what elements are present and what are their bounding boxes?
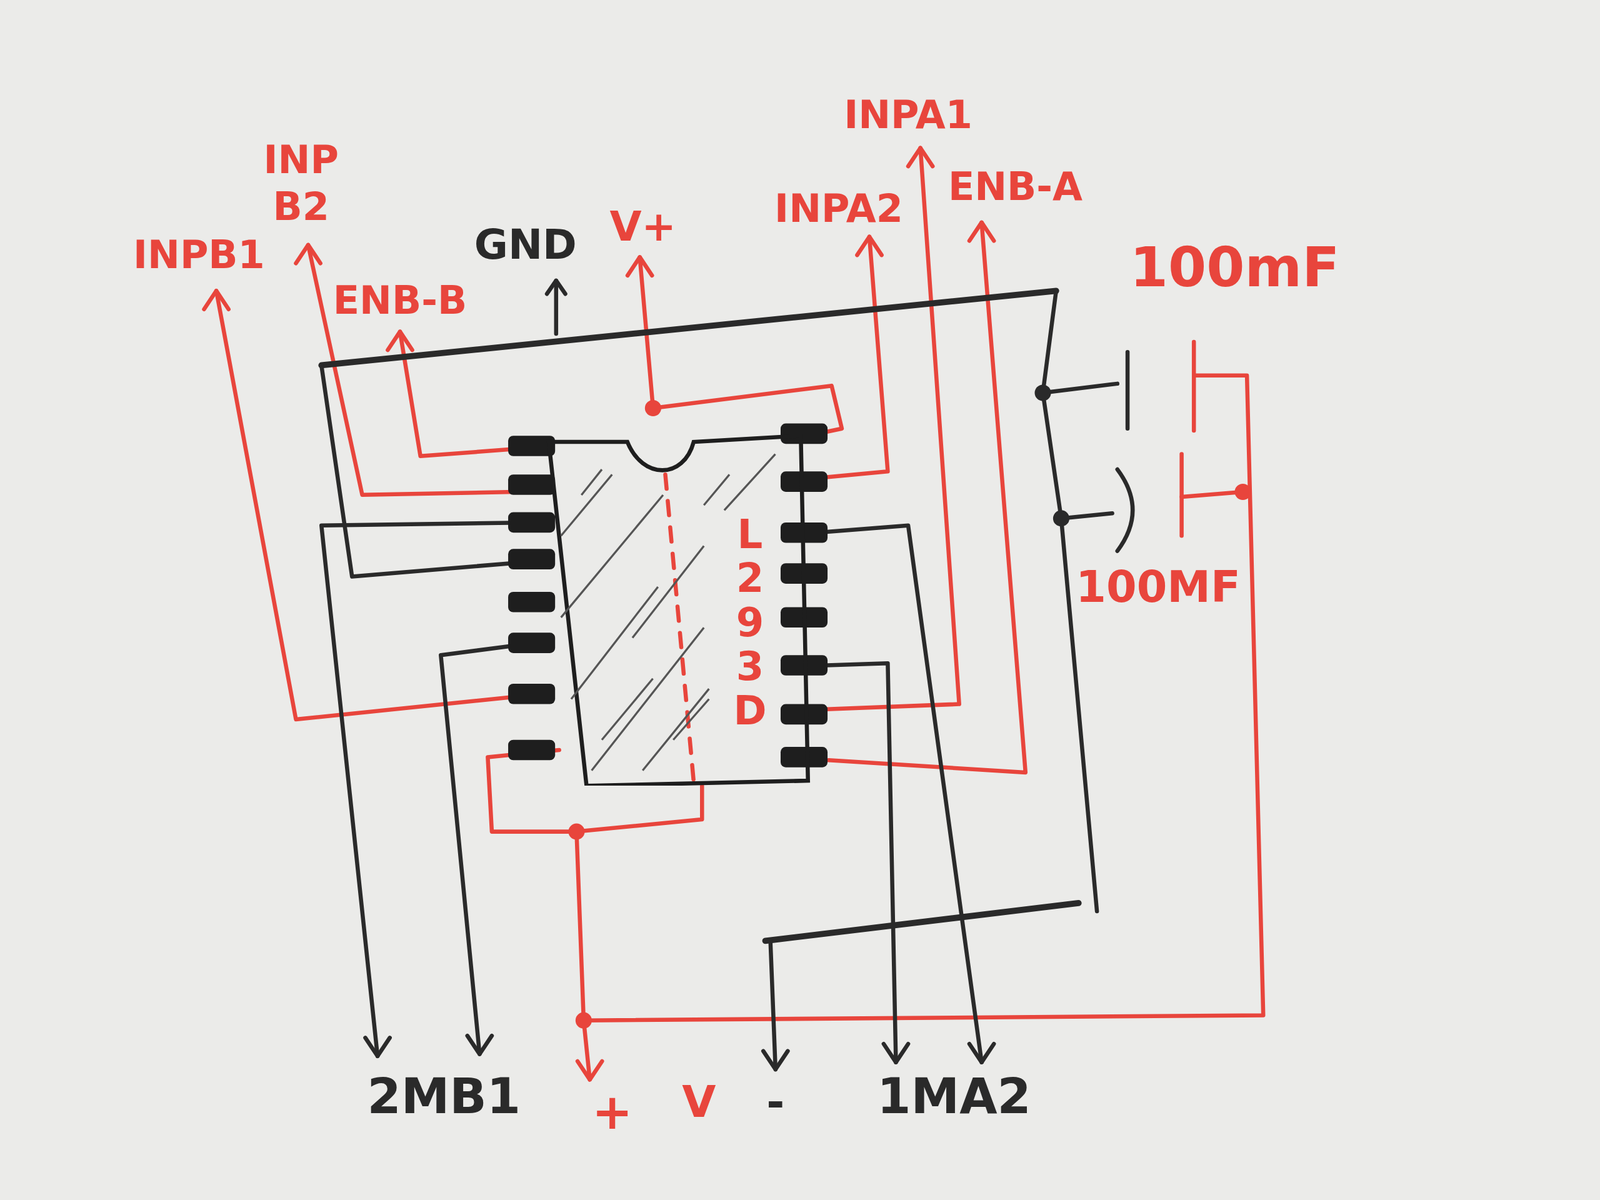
- signal-label: ENB-B: [330, 277, 470, 324]
- signal-label: -: [763, 1075, 787, 1129]
- signal-label: +: [589, 1083, 635, 1142]
- wire: [216, 290, 543, 720]
- wire: [487, 750, 590, 1080]
- pin: [780, 423, 828, 445]
- wire: [365, 1037, 390, 1056]
- hatch-line: [591, 627, 705, 771]
- pin: [508, 632, 555, 654]
- wire: [816, 525, 982, 1063]
- signal-label: INPB1: [130, 231, 268, 279]
- pin: [508, 591, 555, 613]
- wire: [770, 940, 776, 1070]
- chip-label: L293D: [730, 512, 770, 733]
- pin: [508, 548, 555, 570]
- pin: [508, 683, 555, 705]
- wire: [577, 1061, 602, 1080]
- hatch-line: [632, 545, 704, 638]
- wire: [546, 280, 565, 294]
- wire: [969, 1043, 994, 1062]
- wire: [908, 148, 933, 167]
- hatch-line: [643, 688, 710, 771]
- signal-label: 100MF: [1073, 560, 1244, 614]
- black-dots: [1035, 385, 1070, 527]
- junction-dot: [568, 823, 585, 840]
- wire: [583, 375, 1264, 1021]
- pin: [780, 746, 828, 768]
- wire: [1181, 491, 1244, 497]
- signal-label: 100mF: [1127, 234, 1343, 301]
- pin: [508, 474, 555, 495]
- wire: [826, 663, 896, 1062]
- hatch-line: [704, 474, 730, 505]
- signal-label: ENB-A: [945, 163, 1085, 210]
- capacitor-plate: [1117, 469, 1133, 552]
- wire: [308, 245, 515, 495]
- wire: [576, 785, 702, 832]
- junction-dot: [1235, 483, 1252, 500]
- black-wires: [321, 280, 1133, 1070]
- wire: [554, 280, 559, 334]
- red-dots: [568, 400, 1251, 1029]
- signal-label: 1MA2: [874, 1067, 1034, 1127]
- red-wires: [204, 148, 1264, 1080]
- signal-label: INPA2: [771, 185, 906, 232]
- hatch-line: [581, 469, 603, 495]
- pin: [508, 512, 555, 534]
- wire: [467, 1035, 492, 1054]
- wire: [883, 1043, 909, 1062]
- hatch-line: [561, 474, 613, 536]
- wire: [1043, 383, 1118, 394]
- junction-dot: [575, 1012, 592, 1029]
- chip-pins: [508, 423, 828, 768]
- wire: [387, 331, 412, 350]
- signal-label: INPA1: [841, 91, 975, 139]
- wire: [321, 365, 536, 577]
- wire: [763, 1051, 788, 1070]
- junction-dot: [1035, 385, 1052, 402]
- hatch-line: [673, 698, 710, 740]
- hatch-line: [724, 454, 776, 511]
- wire: [204, 290, 229, 309]
- signal-label: INP B2: [260, 136, 341, 230]
- wire: [969, 222, 994, 241]
- wire: [440, 643, 536, 1055]
- hatch-line: [571, 586, 659, 700]
- signal-label: V+: [606, 201, 679, 252]
- pin: [780, 704, 828, 725]
- pin: [508, 740, 555, 761]
- capacitor-plate: [1191, 341, 1197, 431]
- chip-outline-path: [548, 435, 809, 786]
- ground-bar: [765, 903, 1079, 941]
- hatch-line: [601, 678, 654, 740]
- junction-dot: [645, 400, 662, 417]
- wire: [321, 522, 533, 1057]
- signal-label: V: [679, 1075, 719, 1129]
- chip-outline: [540, 433, 812, 786]
- junction-dot: [1053, 510, 1070, 527]
- signal-label: GND: [471, 220, 580, 270]
- wire: [627, 256, 652, 275]
- signal-label: 2MB1: [364, 1067, 524, 1127]
- wire: [295, 245, 320, 264]
- wire: [856, 236, 882, 255]
- capacitor-plate: [1125, 351, 1130, 429]
- chip-body: L293D: [540, 433, 812, 786]
